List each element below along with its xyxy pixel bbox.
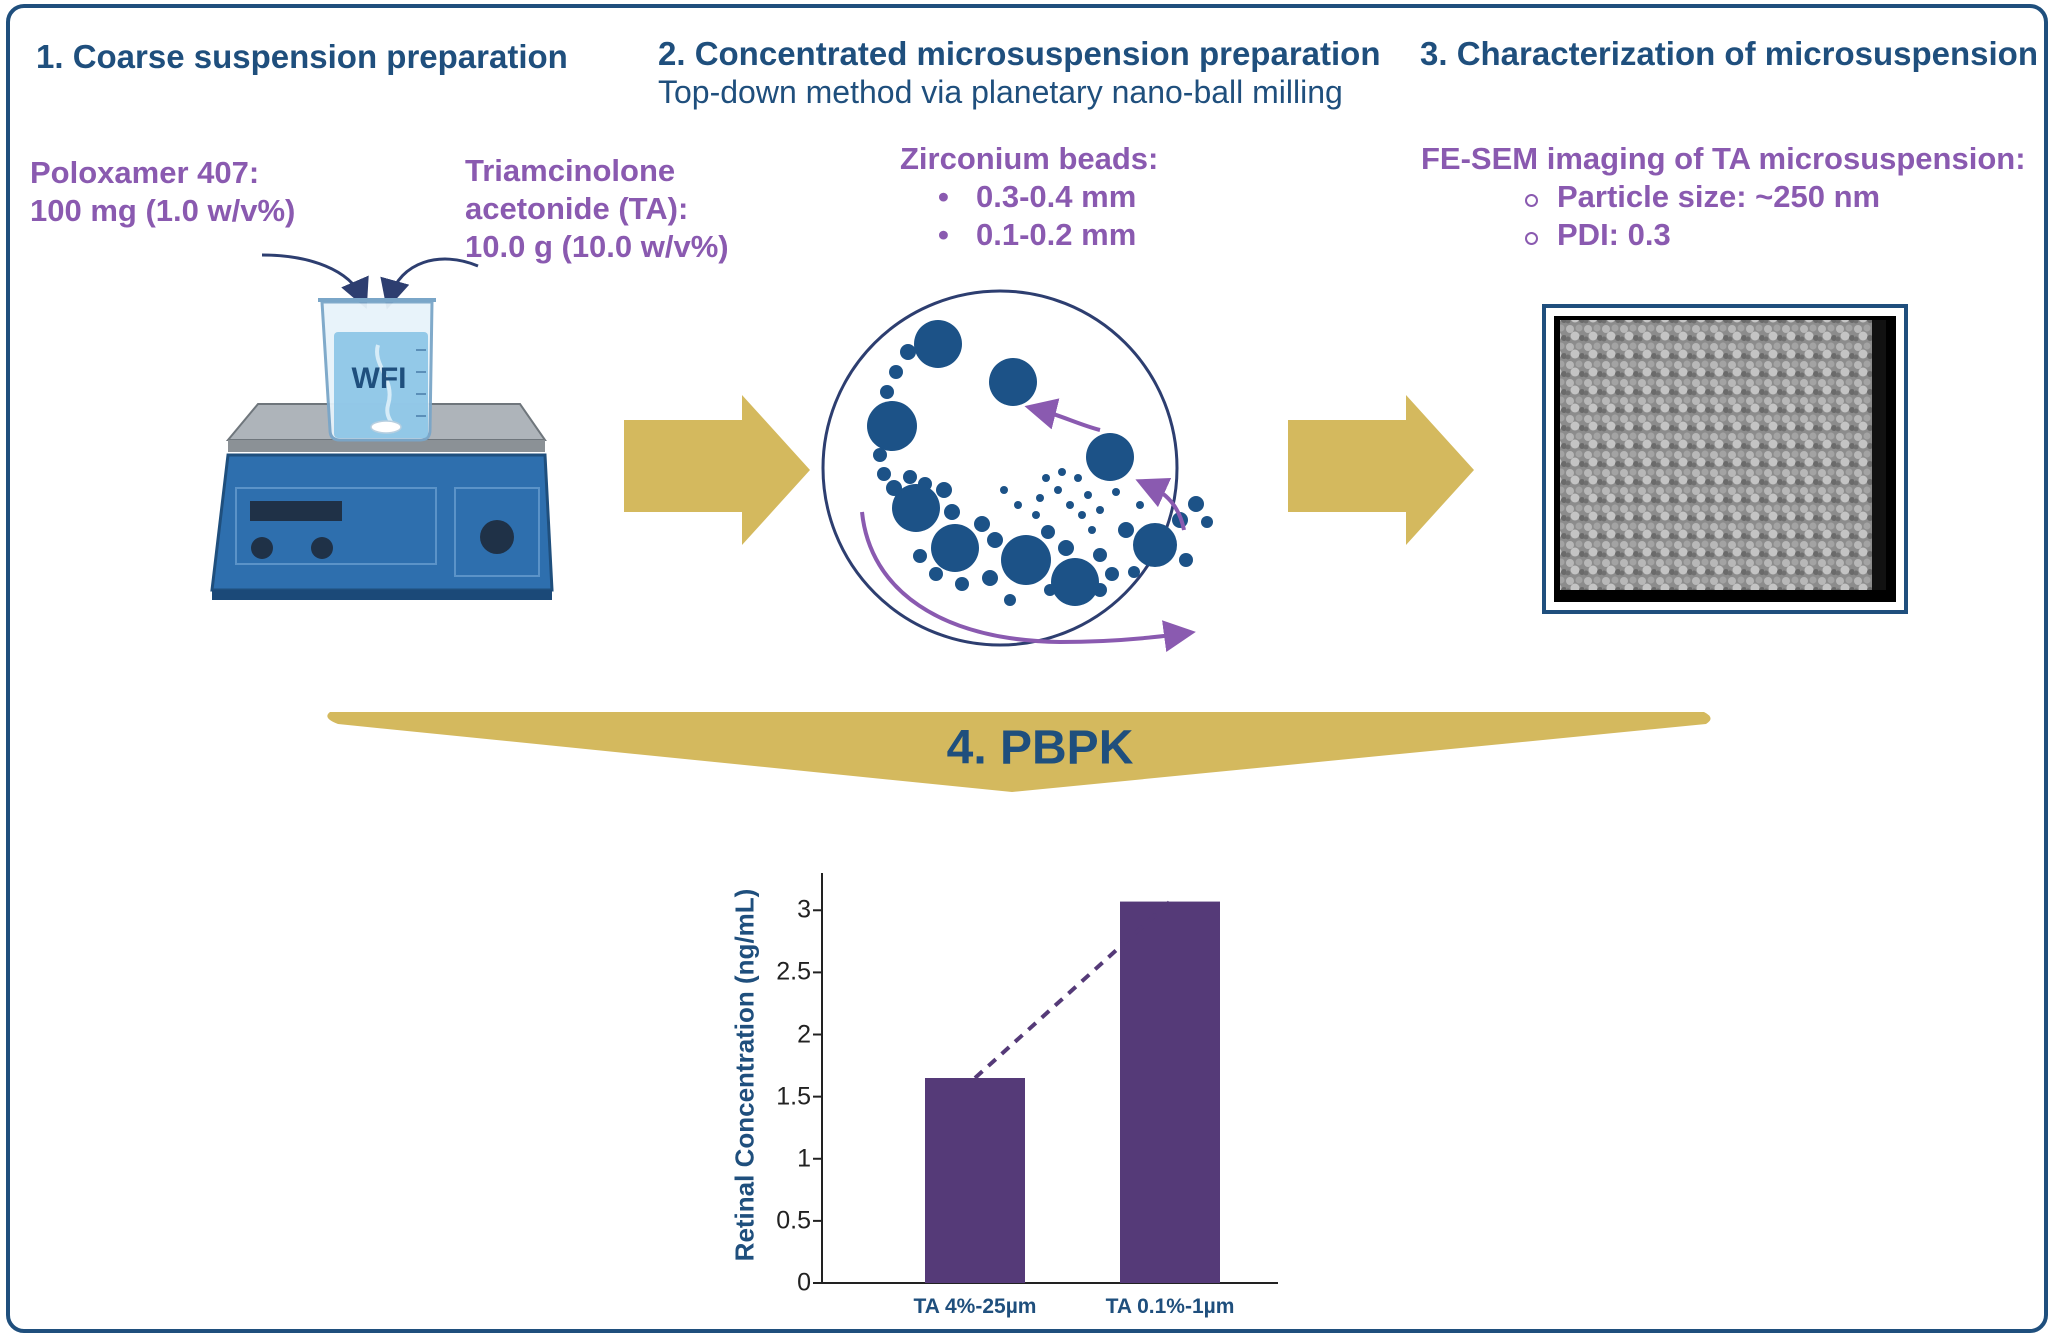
x-tick-label-0: TA 4%-25µm (913, 1295, 1037, 1318)
step3-title: 3. Characterization of microsuspension (1420, 35, 2038, 72)
characterization-list: Particle size: ~250 nm PDI: 0.3 (1511, 178, 1880, 254)
beads-heading: Zirconium beads: (900, 141, 1159, 176)
trend-line (973, 900, 1172, 1080)
step2-subtitle: Top-down method via planetary nano-ball … (658, 74, 1343, 110)
pbpk-title: 4. PBPK (946, 721, 1134, 775)
ta-line3: 10.0 g (10.0 w/v%) (465, 229, 729, 264)
bar-0 (925, 1078, 1025, 1283)
y-tick-label-4: 2 (797, 1020, 811, 1048)
sem-image (1542, 304, 1908, 614)
y-tick-label-1: 0.5 (776, 1206, 811, 1235)
y-tick-label-6: 3 (797, 895, 811, 924)
arrow-step1-to-2 (624, 395, 810, 545)
ta-arrow (380, 257, 479, 310)
poloxamer-line1: Poloxamer 407: (30, 155, 260, 190)
y-tick-label-2: 1 (797, 1144, 811, 1173)
arrow-step2-to-3 (1288, 395, 1474, 545)
y-axis-label: Retinal Concentration (ng/mL) (729, 888, 760, 1262)
sem-heading: FE-SEM imaging of TA microsuspension: (1421, 141, 2026, 176)
beaker-label: WFI (352, 362, 407, 395)
beaker-icon (318, 298, 436, 442)
bead-size-large: 0.3-0.4 mm (930, 178, 1136, 216)
beads-list: 0.3-0.4 mm 0.1-0.2 mm (930, 178, 1136, 254)
poloxamer-line2: 100 mg (1.0 w/v%) (30, 193, 296, 228)
poloxamer-arrow (261, 253, 369, 310)
milling-jar-icon (821, 289, 1213, 652)
ta-line2: acetonide (TA): (465, 191, 689, 226)
particle-size-item: Particle size: ~250 nm (1511, 178, 1880, 216)
y-tick-label-5: 2.5 (776, 957, 811, 986)
y-tick-label-3: 1.5 (776, 1082, 811, 1111)
ta-label: Triamcinolone acetonide (TA): 10.0 g (10… (465, 152, 729, 266)
bead-size-small: 0.1-0.2 mm (930, 216, 1136, 254)
ta-line1: Triamcinolone (465, 153, 676, 188)
poloxamer-label: Poloxamer 407: 100 mg (1.0 w/v%) (30, 154, 295, 230)
x-tick-label-1: TA 0.1%-1µm (1105, 1295, 1235, 1318)
pbpk-chevron (327, 712, 1711, 792)
bar-1 (1120, 901, 1220, 1283)
pdi-item: PDI: 0.3 (1511, 216, 1880, 254)
step1-title: 1. Coarse suspension preparation (36, 38, 568, 75)
y-tick-label-0: 0 (797, 1268, 811, 1297)
figure-frame (6, 4, 2048, 1333)
step2-title: 2. Concentrated microsuspension preparat… (658, 35, 1381, 72)
